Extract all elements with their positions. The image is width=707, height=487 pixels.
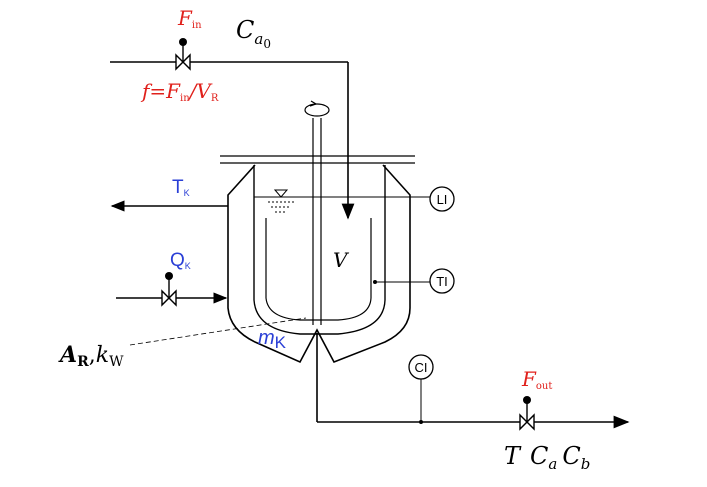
volume-label: V xyxy=(333,248,350,272)
f-ratio-label: f=Fin/VR xyxy=(140,79,219,104)
outlet-valve[interactable] xyxy=(519,396,535,431)
c-a0-label: Ca0 xyxy=(236,16,271,51)
stirrer[interactable] xyxy=(304,100,330,325)
f-in-label: Fin xyxy=(177,6,202,31)
vessel-wall xyxy=(253,165,386,335)
f-out-label: Fout xyxy=(521,367,552,392)
jacket-outer xyxy=(227,164,411,364)
level-indicator[interactable]: LI xyxy=(429,186,455,212)
ar-kw-label: AR,kW xyxy=(58,342,124,370)
outlet-pipe xyxy=(316,333,630,429)
reactor-lid xyxy=(220,155,415,164)
inner-liner xyxy=(265,218,372,321)
mk-label: mK xyxy=(258,327,287,352)
svg-text:LI: LI xyxy=(437,192,448,207)
tk-label: TK xyxy=(172,177,190,198)
inlet-valve[interactable] xyxy=(175,38,191,71)
ar-leader-line xyxy=(129,317,307,346)
coolant-valve[interactable] xyxy=(161,272,177,307)
qk-label: QK xyxy=(170,250,191,271)
liquid-level xyxy=(254,189,432,213)
concentration-indicator[interactable]: CI xyxy=(408,354,434,424)
inlet-pipe xyxy=(110,61,355,220)
svg-text:TI: TI xyxy=(436,274,448,289)
svg-text:CI: CI xyxy=(415,360,428,375)
temperature-indicator[interactable]: TI xyxy=(373,268,455,294)
